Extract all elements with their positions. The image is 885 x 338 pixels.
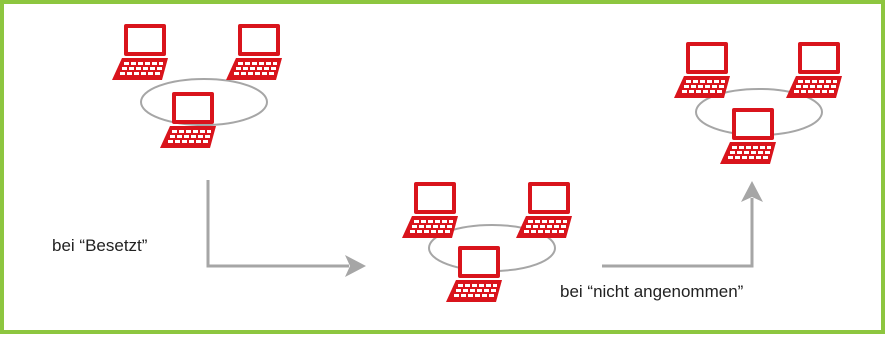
label-no-answer: bei “nicht angenommen”	[560, 282, 744, 301]
label-busy: bei “Besetzt”	[52, 236, 148, 255]
laptop-icon	[226, 24, 282, 80]
laptop-icon	[446, 246, 502, 302]
laptop-icon	[720, 108, 776, 164]
flow-arrow-no-answer	[602, 198, 754, 268]
call-forwarding-diagram	[112, 24, 842, 302]
network-group-source	[112, 24, 282, 148]
arrow-head-busy	[345, 255, 366, 277]
network-group-no-answer	[674, 42, 842, 164]
arrow-head-no-answer	[741, 181, 763, 202]
network-group-busy	[402, 182, 572, 302]
laptop-icon	[786, 42, 842, 98]
laptop-icon	[674, 42, 730, 98]
flow-arrow-busy	[206, 180, 349, 268]
laptop-icon	[516, 182, 572, 238]
laptop-icon	[402, 182, 458, 238]
laptop-icon	[112, 24, 168, 80]
network-ring	[140, 78, 268, 126]
